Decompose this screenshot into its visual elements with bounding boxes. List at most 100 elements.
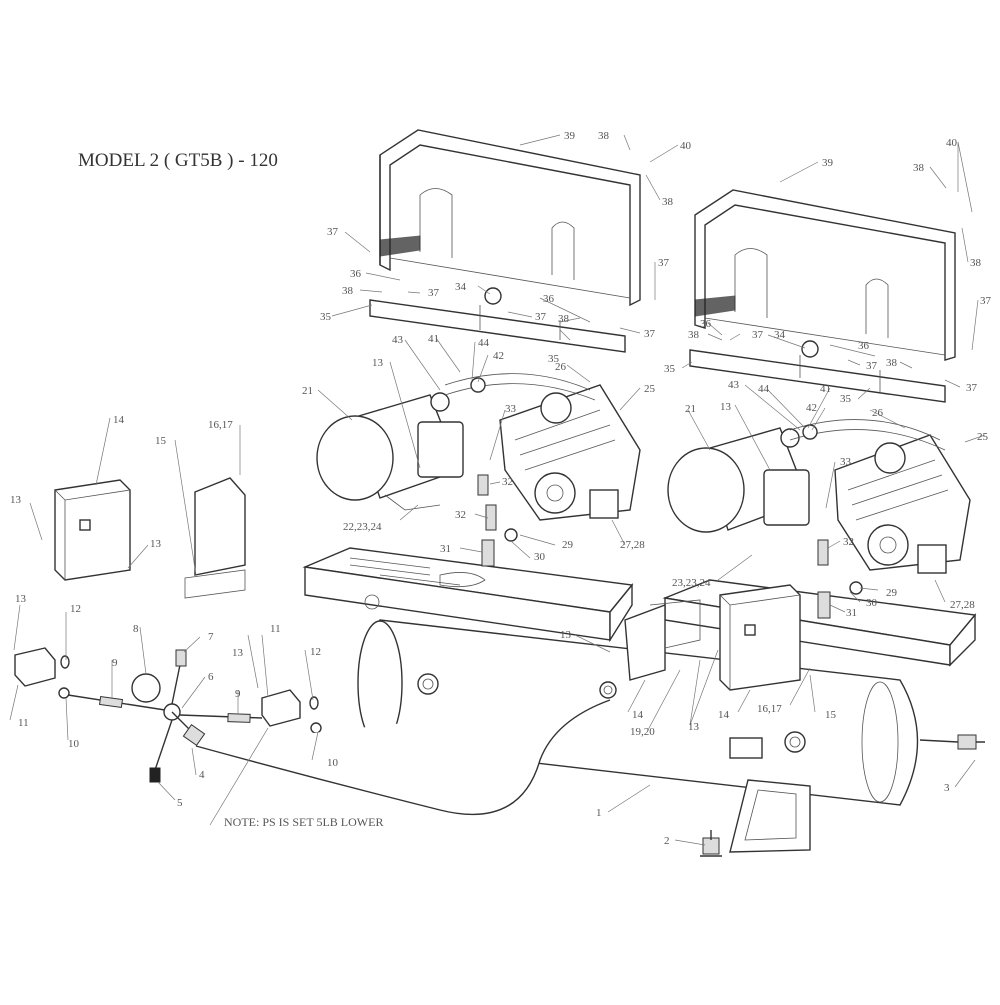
callout-29a: 29 (562, 539, 574, 551)
pulley-disc-right (801, 340, 819, 358)
callout-43b: 43 (728, 379, 740, 391)
pulley-right (802, 424, 818, 440)
gauge (131, 673, 161, 703)
callout-38h: 38 (970, 257, 982, 269)
control-box-left (54, 479, 131, 581)
callout-10a: 10 (68, 738, 80, 750)
callout-32b: 32 (455, 509, 466, 521)
callout-13b: 13 (150, 538, 162, 550)
check-valve (182, 723, 206, 747)
callout-27-28b: 27,28 (950, 599, 975, 611)
callout-8: 8 (133, 623, 139, 635)
callout-38g: 38 (913, 162, 925, 174)
callout-39b: 39 (822, 157, 834, 169)
callout-41a: 41 (428, 333, 439, 345)
callout-44b: 44 (758, 383, 770, 395)
nipple-left (98, 695, 124, 709)
callout-4: 4 (199, 769, 205, 781)
callout-37e: 37 (658, 257, 670, 269)
callout-37f: 37 (752, 329, 764, 341)
pressure-switch-right (261, 689, 322, 734)
callout-26a: 26 (555, 361, 567, 373)
callout-15b: 15 (825, 709, 837, 721)
callout-3: 3 (944, 782, 950, 794)
callout-38d: 38 (886, 357, 898, 369)
callout-16-17a: 16,17 (208, 419, 233, 431)
callout-37c: 37 (535, 311, 547, 323)
callout-31a: 31 (440, 543, 451, 555)
callout-22-23-24: 22,23,24 (343, 521, 382, 533)
callout-13h: 13 (720, 401, 732, 413)
callout-13d: 13 (232, 647, 244, 659)
callout-35c: 35 (664, 363, 676, 375)
callout-11b: 11 (270, 623, 281, 635)
diagram-title: MODEL 2 ( GT5B ) - 120 (78, 150, 278, 171)
callout-37a: 37 (327, 226, 339, 238)
belt-guard-left (379, 129, 641, 307)
callout-14b: 14 (632, 709, 644, 721)
callout-32c: 32 (843, 536, 854, 548)
callout-37b: 37 (428, 287, 440, 299)
callout-30b: 30 (866, 597, 878, 609)
callout-37i: 37 (980, 295, 992, 307)
callout-35b: 35 (548, 353, 560, 365)
callout-30a: 30 (534, 551, 546, 563)
bracket-right (689, 349, 946, 403)
unloader-tube (195, 699, 611, 816)
callout-42a: 42 (493, 350, 504, 362)
callout-14c: 14 (718, 709, 730, 721)
base-plate-left (302, 547, 634, 643)
callout-36d: 36 (858, 340, 870, 352)
callout-37h: 37 (966, 382, 978, 394)
callout-38f: 38 (662, 196, 674, 208)
callout-32a: 32 (502, 476, 513, 488)
callout-13g: 13 (372, 357, 384, 369)
callout-35d: 35 (840, 393, 852, 405)
callout-14a: 14 (113, 414, 125, 426)
check-valve-left (504, 528, 518, 542)
callout-40a: 40 (680, 140, 692, 152)
callout-38a: 38 (342, 285, 354, 297)
pressure-switch-left (14, 647, 70, 699)
callout-25b: 25 (977, 431, 989, 443)
callout-2: 2 (664, 835, 670, 847)
pulley-disc-left (484, 287, 502, 305)
callout-12a: 12 (70, 603, 81, 615)
callout-33a: 33 (505, 403, 517, 415)
callout-42b: 42 (806, 402, 817, 414)
callout-38b: 38 (558, 313, 570, 325)
callout-19-20: 19,20 (630, 726, 655, 738)
callout-37d: 37 (644, 328, 656, 340)
callout-23-23-24: 23,23,24 (672, 577, 711, 589)
callout-27-28a: 27,28 (620, 539, 645, 551)
callout-41b: 41 (820, 383, 831, 395)
discharge-tube-right (817, 539, 829, 566)
callout-35a: 35 (320, 311, 332, 323)
callout-21b: 21 (685, 403, 696, 415)
callout-29b: 29 (886, 587, 898, 599)
callout-25a: 25 (644, 383, 656, 395)
gauge-fitting-right (309, 696, 319, 710)
callout-21a: 21 (302, 385, 313, 397)
callout-15a: 15 (155, 435, 167, 447)
pressure-switch-note: NOTE: PS IS SET 5LB LOWER (224, 815, 384, 829)
callout-13c: 13 (15, 593, 27, 605)
callout-38e: 38 (598, 130, 610, 142)
callout-26b: 26 (872, 407, 884, 419)
callout-12b: 12 (310, 646, 321, 658)
drain-plug (149, 767, 161, 783)
safety-valve (175, 649, 187, 667)
callout-9b: 9 (235, 688, 241, 700)
motor-right (667, 427, 810, 533)
callout-13a: 13 (10, 494, 22, 506)
callout-36c: 36 (700, 318, 712, 330)
drain-valve (700, 830, 722, 857)
discharge-fitting-right (817, 591, 831, 619)
callout-31b: 31 (846, 607, 857, 619)
callout-11a: 11 (18, 717, 29, 729)
leader-lines (9, 134, 986, 846)
motor-left (316, 392, 464, 511)
callout-6: 6 (208, 671, 214, 683)
callout-1: 1 (596, 807, 602, 819)
